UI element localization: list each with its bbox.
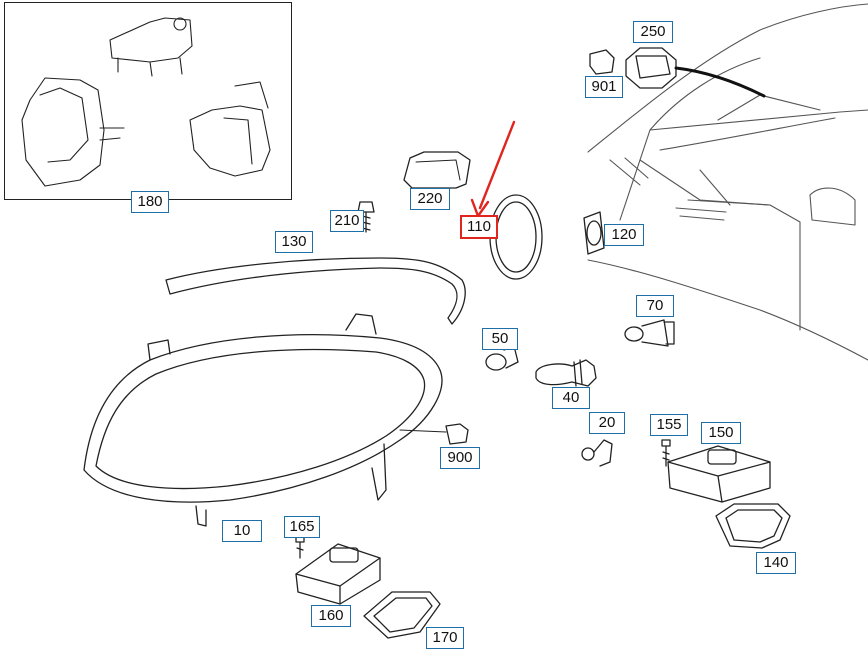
callout-170[interactable]: 170 (426, 627, 464, 649)
part-130-drawing (165, 257, 466, 325)
part-70-drawing (624, 319, 675, 347)
callout-50[interactable]: 50 (482, 328, 518, 350)
callout-130[interactable]: 130 (275, 231, 313, 253)
callout-250[interactable]: 250 (633, 21, 673, 43)
inset-frame (4, 2, 292, 200)
part-155-drawing (661, 439, 671, 467)
part-250-drawing (625, 47, 677, 89)
callout-165[interactable]: 165 (284, 516, 320, 538)
part-10-drawing (83, 313, 443, 527)
callout-901[interactable]: 901 (585, 76, 623, 98)
callout-210[interactable]: 210 (330, 210, 364, 232)
callout-10[interactable]: 10 (222, 520, 262, 542)
callout-160[interactable]: 160 (311, 605, 351, 627)
callout-20[interactable]: 20 (589, 412, 625, 434)
bracket-set-drawing (21, 17, 271, 187)
part-165-drawing (295, 535, 305, 559)
part-150-drawing (667, 445, 771, 503)
part-901-drawing (589, 49, 615, 75)
callout-220[interactable]: 220 (410, 188, 450, 210)
callout-140[interactable]: 140 (756, 552, 796, 574)
part-120-drawing (583, 211, 605, 255)
callout-180[interactable]: 180 (131, 191, 169, 213)
callout-155[interactable]: 155 (650, 414, 688, 436)
callout-110-selected[interactable]: 110 (460, 215, 498, 239)
part-210-drawing (357, 201, 375, 233)
location-arrow (674, 66, 766, 98)
callout-120[interactable]: 120 (604, 224, 644, 246)
part-160-drawing (295, 543, 381, 605)
callout-40[interactable]: 40 (552, 387, 590, 409)
selection-arrow (478, 120, 516, 210)
callout-150[interactable]: 150 (701, 422, 741, 444)
part-170-drawing (363, 591, 441, 639)
callout-70[interactable]: 70 (636, 295, 674, 317)
part-140-drawing (715, 503, 791, 549)
part-20-drawing (581, 439, 613, 467)
part-220-drawing (403, 151, 471, 189)
callout-900[interactable]: 900 (440, 447, 480, 469)
part-40-drawing (535, 359, 597, 387)
part-900-drawing (445, 423, 469, 445)
